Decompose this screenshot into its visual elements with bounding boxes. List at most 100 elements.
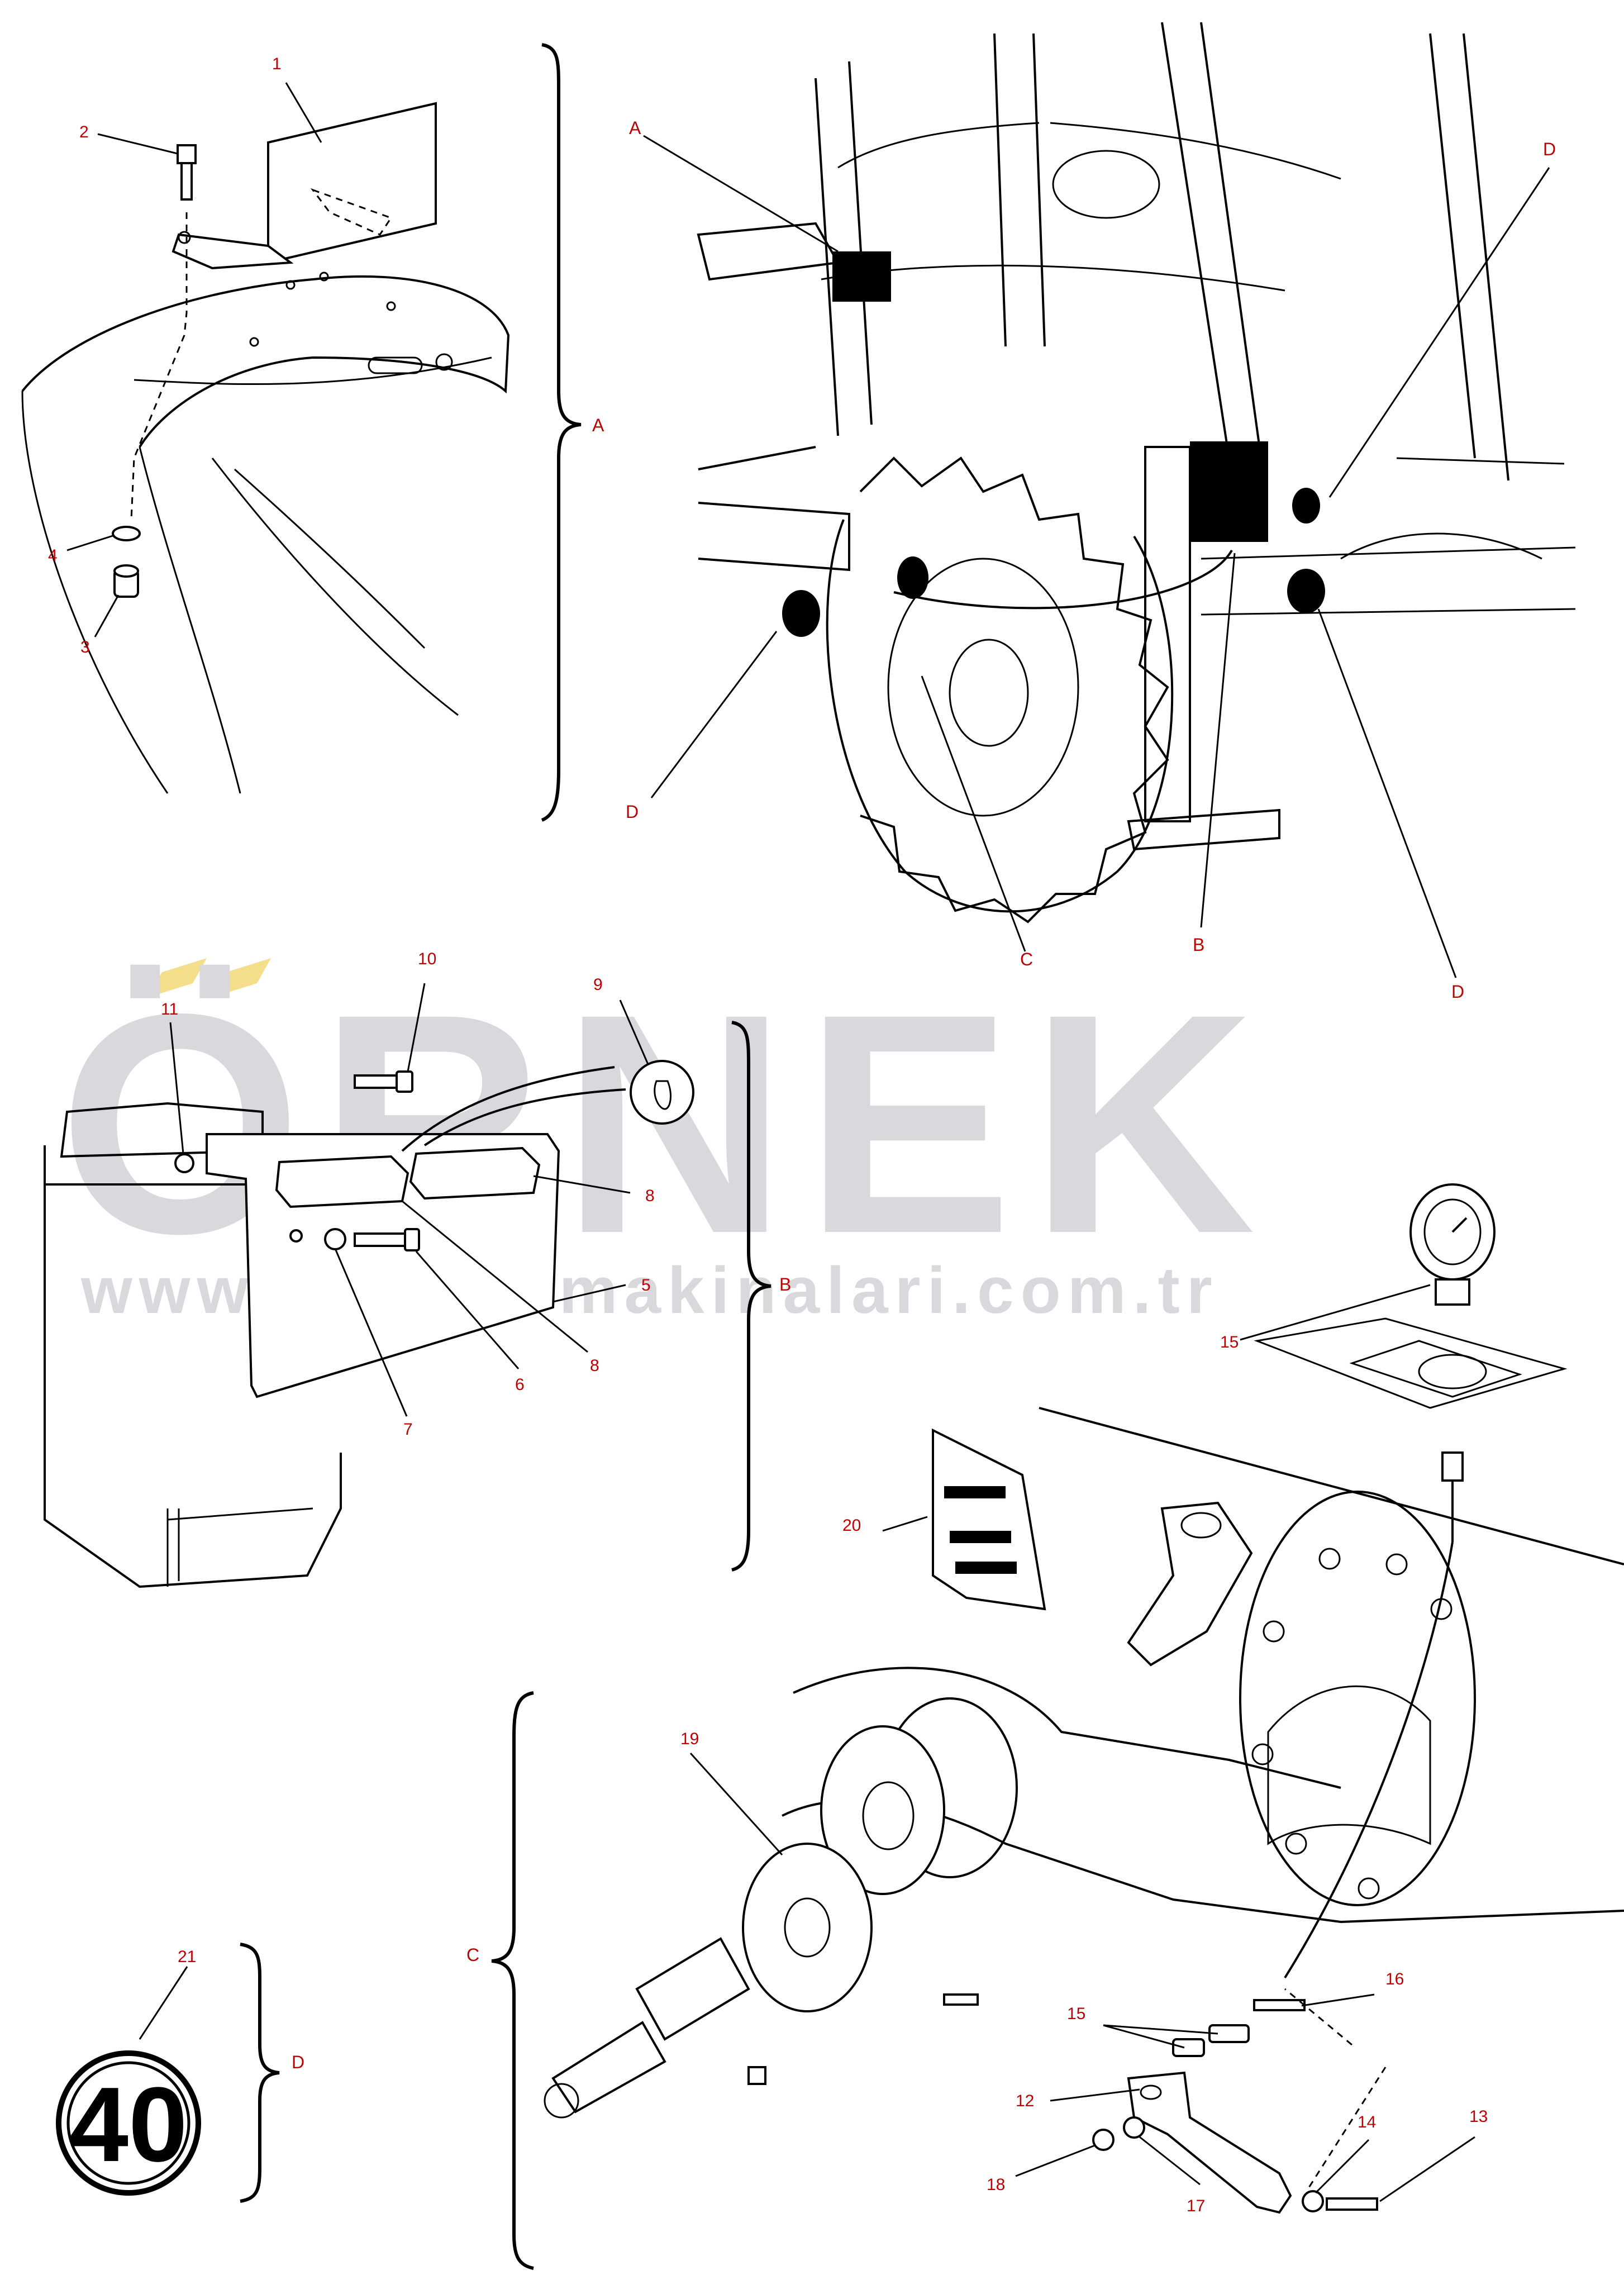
- gauge-stem: [1435, 1278, 1470, 1306]
- callout-6: 6: [515, 1376, 525, 1394]
- callout-17: 17: [1187, 2197, 1205, 2215]
- bolt-16: [1253, 1999, 1306, 2011]
- nut-11: [174, 1153, 194, 1173]
- tire-tread: [859, 456, 1169, 924]
- wheel-hub: [949, 639, 1029, 747]
- callout-8-bottom: 8: [590, 1357, 599, 1375]
- leader-8-right: [533, 1175, 631, 1194]
- section-label-b: B: [779, 1274, 791, 1294]
- roof-switch-icon: [435, 353, 453, 371]
- brace-a: [541, 43, 582, 822]
- callout-2: 2: [79, 123, 89, 141]
- leader-18: [1015, 2144, 1096, 2177]
- overview-label-d-bottom: D: [1451, 982, 1464, 1002]
- callout-5: 5: [641, 1276, 651, 1294]
- bracket-hole: [178, 231, 191, 244]
- decal-kit-bolt: [955, 1562, 1017, 1574]
- leader-1: [285, 82, 322, 143]
- overview-label-b: B: [1193, 935, 1204, 955]
- leader-b: [1200, 553, 1236, 928]
- leader-16: [1301, 1993, 1375, 2007]
- roof-hole: [249, 337, 259, 347]
- callout-14: 14: [1358, 2113, 1376, 2131]
- washer-17: [1123, 2116, 1145, 2139]
- axle-flange: [1239, 1491, 1476, 1906]
- gauge-needle: [1451, 1217, 1468, 1233]
- cab-frame: [815, 22, 1509, 481]
- callout-16: 16: [1385, 1970, 1404, 1988]
- gauge-dial: [1423, 1198, 1482, 1265]
- leader-d-top: [1328, 167, 1550, 498]
- flange-bolt: [1263, 1620, 1285, 1643]
- leader-3: [94, 594, 120, 637]
- marker-d-upper: [1292, 488, 1320, 523]
- panel-d-speed-plate: 40: [56, 2050, 201, 2196]
- flange-bolt: [1251, 1743, 1274, 1765]
- nut-3-top: [113, 564, 139, 578]
- leader-a: [643, 135, 839, 253]
- chassis-stand: [1127, 446, 1280, 851]
- leader-12: [1050, 2088, 1140, 2102]
- panel-overview-tractor: [643, 22, 1576, 978]
- overview-label-c: C: [1020, 949, 1033, 969]
- bolt-13: [1326, 2197, 1378, 2211]
- bulb-icon: [654, 1080, 671, 1110]
- cab-roof-front: [134, 356, 492, 716]
- section-letters: A B C D A D D C B D: [292, 118, 1556, 2072]
- bolt-2-head: [177, 144, 197, 164]
- washer-14: [1302, 2190, 1324, 2212]
- marker-c: [897, 556, 928, 599]
- cab-roof-edge: [21, 391, 241, 794]
- callout-8-right: 8: [645, 1187, 655, 1205]
- clamp-15: [1172, 2038, 1205, 2057]
- washer-4: [112, 526, 141, 541]
- pad-hole: [1418, 1354, 1487, 1389]
- panel-a-roof-bracket: [21, 102, 510, 794]
- flange-bolt: [1430, 1598, 1452, 1620]
- leader-6: [415, 1251, 520, 1369]
- leader-17: [1139, 2136, 1201, 2186]
- brace-c: [491, 1691, 534, 2270]
- link-arm-12: [1127, 2071, 1292, 2214]
- callout-10: 10: [418, 950, 436, 968]
- bolt-2-shank: [180, 162, 193, 201]
- callout-11: 11: [161, 1000, 178, 1018]
- cable-b-to-c: [893, 549, 1233, 610]
- nut-18: [1092, 2129, 1115, 2151]
- gauge-adapter: [1441, 1451, 1464, 1482]
- arm-hole: [1140, 2084, 1162, 2100]
- panel-c-axle-assembly: [544, 1183, 1624, 2214]
- pivot-bracket: [1127, 1501, 1253, 1667]
- rear-bodywork: [697, 222, 850, 572]
- section-label-a: A: [592, 415, 604, 435]
- leader-15-top: [1240, 1284, 1431, 1341]
- bracket-1: [267, 102, 437, 264]
- companion-flange: [820, 1725, 945, 1895]
- flange-center: [862, 1781, 915, 1850]
- flange-bolt-loose: [943, 1993, 979, 2006]
- decal-kit-bolt: [944, 1486, 1006, 1498]
- leader-5: [553, 1284, 626, 1303]
- wheel-rim: [887, 558, 1079, 817]
- axle-linkage: [1201, 457, 1576, 616]
- callout-12: 12: [1016, 2092, 1034, 2110]
- callout-4: 4: [48, 546, 58, 565]
- lamp-8-right: [409, 1146, 541, 1200]
- leader-4: [66, 534, 115, 551]
- leader-d-left: [650, 631, 778, 798]
- callout-7: 7: [403, 1420, 413, 1439]
- lamp-8-left: [275, 1155, 409, 1208]
- speed-plate-outer: [56, 2050, 201, 2196]
- flange-bolt: [1285, 1833, 1307, 1855]
- watermark-accent-right: [212, 958, 271, 997]
- brace-d: [240, 1943, 280, 2203]
- decal-a: [832, 251, 891, 302]
- axle-flange-inner: [1267, 1685, 1431, 1845]
- callout-9: 9: [593, 975, 603, 994]
- leader-2: [97, 133, 178, 155]
- disc-center: [784, 1897, 831, 1958]
- shaft-nut: [747, 2066, 766, 2085]
- part-callouts: 1 2 3 4 5 6 7 8 8 9 10 11 12 13 14 15 15…: [48, 55, 1488, 2215]
- shaft-end: [544, 2083, 579, 2119]
